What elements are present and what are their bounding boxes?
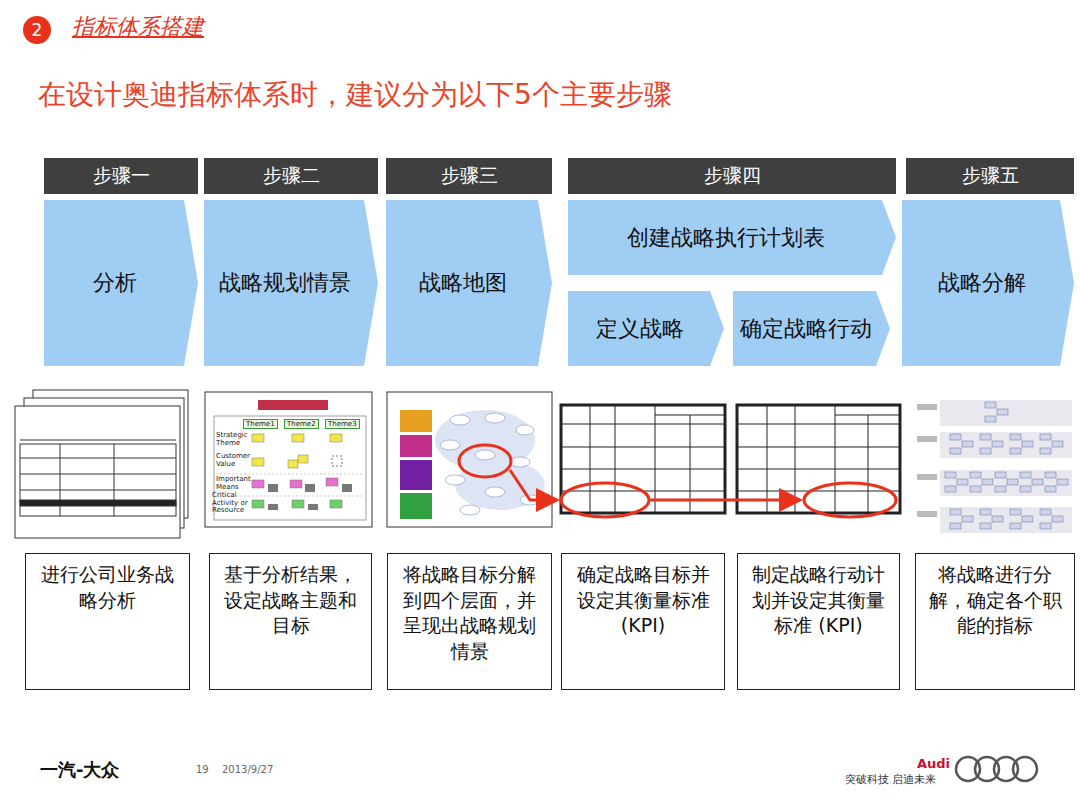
audi-rings [956, 757, 1037, 781]
step-chevron: 战略规划情景 [204, 200, 378, 366]
theme-label: Theme3 [325, 419, 360, 429]
row-label: Important Means [216, 476, 250, 491]
step-chevron-text: 确定战略行动 [740, 314, 872, 344]
section-title: 指标体系搭建 [72, 12, 204, 42]
strategy-map-sheet [387, 392, 552, 527]
step-chevron: 战略分解 [902, 200, 1074, 366]
page-number: 19 [196, 764, 209, 775]
step-description-text: 确定战略目标并设定其衡量标准(KPI) [572, 562, 714, 639]
brand-name: Audi [917, 756, 950, 771]
step-description-text: 进行公司业务战略分析 [36, 562, 179, 613]
step-description-text: 基于分析结果，设定战略主题和目标 [220, 562, 361, 639]
row-label: Customer Value [216, 453, 250, 468]
step-header: 步骤四 [568, 158, 896, 194]
step-chevron-text: 战略地图 [419, 268, 507, 298]
step-description-text: 将战略进行分解，确定各个职能的指标 [926, 562, 1064, 639]
theme-label: Theme1 [243, 419, 278, 429]
step-chevron-text: 战略规划情景 [219, 268, 351, 298]
step-header: 步骤二 [204, 158, 378, 194]
step-description-text: 制定战略行动计划并设定其衡量标准 (KPI) [748, 562, 889, 639]
section-number: 2 [23, 16, 51, 44]
step-description-text: 将战略目标分解到四个层面，并呈现出战略规划情景 [398, 562, 541, 665]
section-number-text: 2 [32, 20, 43, 40]
row-label: Critical Activity or Resource [212, 492, 250, 515]
step-chevron: 战略地图 [386, 200, 552, 366]
company-logo: 一汽-大众 [40, 758, 119, 782]
step-chevron: 定义战略 [568, 291, 724, 366]
step-chevron: 分析 [44, 200, 198, 366]
step-description: 将战略目标分解到四个层面，并呈现出战略规划情景 [387, 553, 552, 690]
step-chevron-text: 战略分解 [938, 268, 1026, 298]
step-header-text: 步骤一 [93, 163, 150, 189]
slogan: 突破科技 启迪未来 [845, 772, 937, 787]
step-description: 确定战略目标并设定其衡量标准(KPI) [561, 553, 725, 690]
page-title: 在设计奥迪指标体系时，建议分为以下5个主要步骤 [38, 76, 672, 114]
step-chevron: 确定战略行动 [733, 291, 890, 366]
row-label: Strategic Theme [216, 432, 250, 447]
plan-table [561, 405, 900, 517]
step-header-text: 步骤三 [441, 163, 498, 189]
date: 2013/9/27 [222, 764, 273, 775]
step-description: 制定战略行动计划并设定其衡量标准 (KPI) [737, 553, 900, 690]
step-description: 将战略进行分解，确定各个职能的指标 [915, 553, 1075, 690]
step-header: 步骤三 [386, 158, 552, 194]
step-header: 步骤五 [906, 158, 1074, 194]
step-header-text: 步骤四 [704, 163, 761, 189]
step-chevron: 创建战略执行计划表 [568, 200, 896, 275]
org-chart-sheet [915, 396, 1075, 533]
step-header: 步骤一 [44, 158, 198, 194]
step-chevron-text: 定义战略 [596, 314, 684, 344]
step-description: 基于分析结果，设定战略主题和目标 [209, 553, 372, 690]
step-header-text: 步骤五 [962, 163, 1019, 189]
step-chevron-text: 创建战略执行计划表 [627, 223, 825, 253]
analysis-sheets [15, 390, 188, 538]
theme-label: Theme2 [284, 419, 319, 429]
strategy-theme-sheet [205, 392, 372, 527]
step-description: 进行公司业务战略分析 [25, 553, 190, 690]
red-flow-arrow [510, 470, 800, 500]
step-header-text: 步骤二 [263, 163, 320, 189]
step-chevron-text: 分析 [93, 268, 137, 298]
